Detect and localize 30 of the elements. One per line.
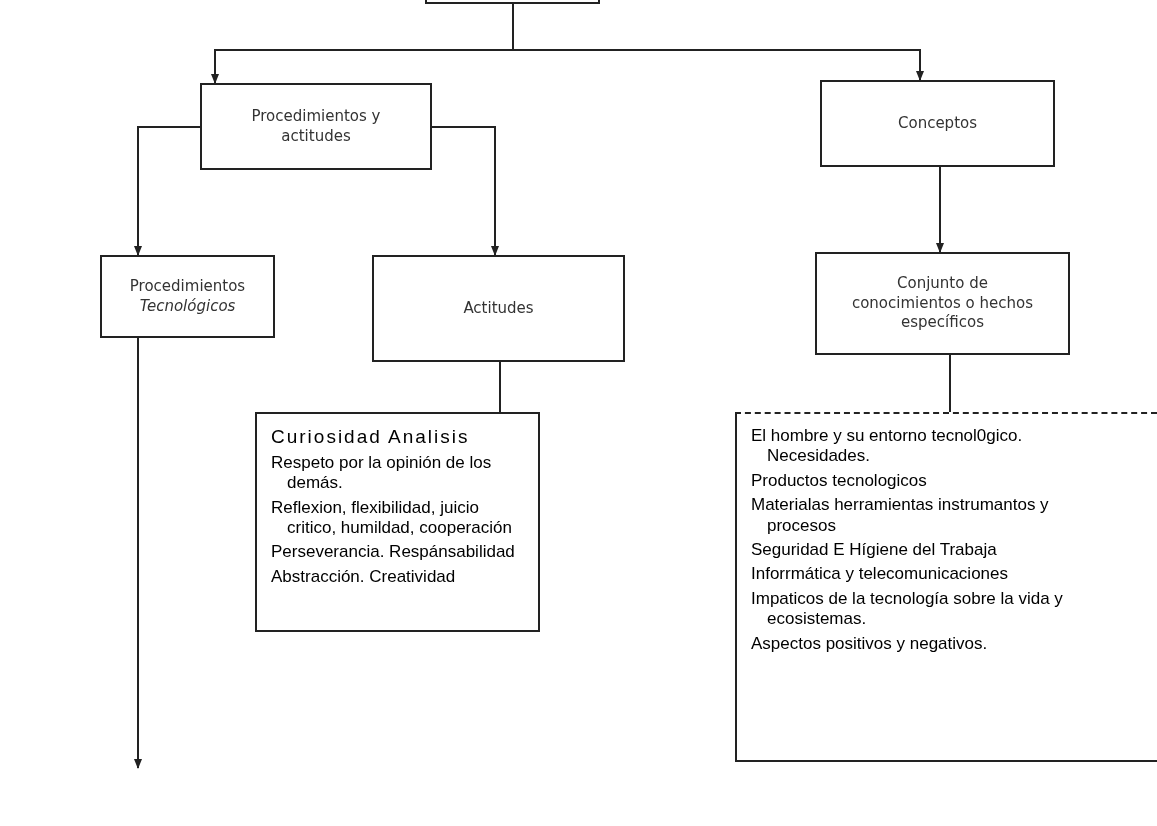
box-label: Conceptos	[898, 113, 977, 134]
process-box	[200, 83, 432, 170]
list-item: Abstracción. Creatividad	[271, 566, 457, 588]
list-item: Aspectos positivos y negativos.	[751, 633, 989, 654]
list-item: El hombre y su entorno tecnol0gico. Necesidades.	[751, 426, 1024, 467]
box-label: Conjunto de conocimientos o hechos específicos	[850, 274, 1035, 333]
connector-line	[949, 354, 951, 413]
process-box	[820, 80, 1055, 167]
process-box	[100, 255, 275, 338]
list-box	[735, 412, 1157, 762]
arrow	[134, 126, 201, 256]
list-item: Productos tecnologicos	[751, 470, 928, 492]
list-item: Inforrmática y telecomunicaciones	[751, 564, 1009, 585]
box-label: Actitudes	[463, 298, 534, 319]
arrow	[431, 126, 499, 256]
list-item: Perseverancia. Respánsabilidad	[271, 542, 516, 563]
list-item: Impaticos de la tecnología sobre la vida y ecosistemas.	[751, 588, 1064, 630]
process-box	[372, 255, 625, 362]
arrow	[134, 337, 142, 769]
process-box	[815, 252, 1070, 355]
arrow	[936, 166, 944, 253]
list-item: Seguridad E Hígiene del Trabaja	[751, 539, 998, 561]
box-label: Procedimientos Tecnológicos	[128, 277, 247, 316]
list-item: Respeto por la opinión de los demás.	[271, 452, 493, 494]
connector-line	[499, 361, 501, 413]
box-label: Procedimientos y actitudes	[250, 107, 382, 146]
list-box	[255, 412, 540, 632]
list-item: Materialas herramientas instrumantos y procesos	[751, 495, 1050, 536]
list-item: Curiosidad Analisis	[271, 426, 471, 449]
list-item: Reflexion, flexibilidad, juicio critico, humildad, cooperación	[271, 497, 513, 539]
